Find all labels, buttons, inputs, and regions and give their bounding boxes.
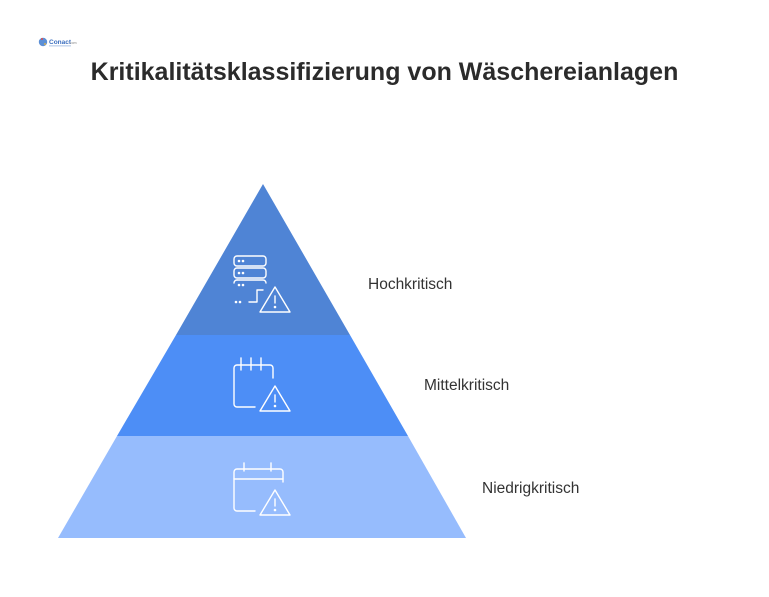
pyramid-tier-medium [117, 335, 408, 436]
calendar-warning-icon [233, 462, 291, 516]
pyramid-tier-high [176, 184, 350, 335]
brand-logo: Conact .com [38, 37, 77, 47]
level-label-high: Hochkritisch [368, 276, 453, 293]
calendar-warning-icon [233, 357, 291, 412]
level-label-low: Niedrigkritisch [482, 480, 580, 497]
svg-text:Conact: Conact [49, 39, 72, 46]
page-title: Kritikalitätsklassifizierung von Wäscher… [90, 58, 679, 86]
level-label-medium: Mittelkritisch [424, 377, 510, 394]
pyramid-tier-low [58, 436, 466, 538]
server-warning-icon [233, 255, 291, 313]
svg-text:.com: .com [69, 41, 77, 45]
